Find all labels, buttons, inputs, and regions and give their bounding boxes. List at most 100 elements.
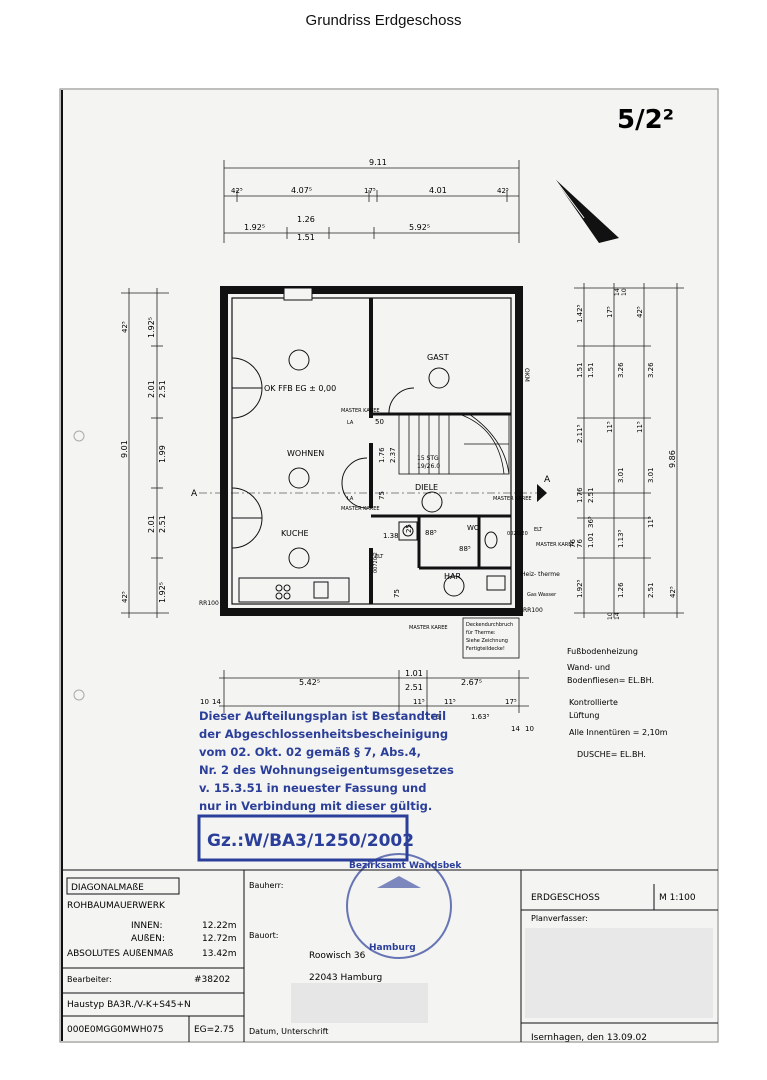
dim-right-11: 3.01 bbox=[647, 467, 655, 483]
stamp-line-3: Nr. 2 des Wohnungseigentumsgesetzes bbox=[199, 763, 454, 777]
dim-int-3: 75 bbox=[378, 491, 386, 500]
label-okm: OKM bbox=[523, 368, 530, 382]
dim-top-r3-3: 5.92⁵ bbox=[409, 223, 430, 232]
tb-bearbeiter-value: #38202 bbox=[194, 975, 230, 985]
title-block-grid bbox=[62, 869, 718, 1042]
tb-absolut-label: ABSOLUTES AUßENMAß bbox=[67, 949, 174, 959]
dim-right-20: 42⁵ bbox=[669, 586, 677, 598]
dim-right-4: 3.26 bbox=[647, 362, 655, 378]
dim-int-0: 50 bbox=[375, 418, 384, 426]
staircase bbox=[398, 413, 510, 475]
room-markers bbox=[288, 349, 465, 597]
tb-ort-datum: Isernhagen, den 13.09.02 bbox=[531, 1033, 647, 1043]
label-rr100-right: RR100 bbox=[523, 607, 543, 614]
dim-right-0: 1.42⁵ bbox=[576, 304, 584, 323]
label-heiztherme: Heiz- therme bbox=[521, 571, 560, 578]
sheet-number: 5/2² bbox=[617, 105, 674, 135]
label-stairs-ratio: 19/26.0 bbox=[417, 463, 440, 470]
dim-b2-6: 17⁵ bbox=[505, 698, 517, 706]
note-4: Lüftung bbox=[569, 711, 599, 720]
floor-plan-drawing: 5/2² 9.11 42⁵ 4.07⁵ 17⁵ 4.01 42⁵ 1.92⁵ 1… bbox=[59, 88, 719, 1043]
wohnen-double-door bbox=[341, 457, 368, 509]
stamp-line-4: v. 15.3.51 in neuester Fassung und bbox=[199, 781, 426, 795]
dim-left-9: 42⁵ bbox=[121, 591, 129, 603]
redacted-planverfasser bbox=[525, 928, 713, 1018]
approval-stamp: Dieser Aufteilungsplan ist Bestandteil d… bbox=[199, 709, 454, 813]
dim-right-8: 1.76 bbox=[576, 487, 584, 503]
dim-left-1: 42⁵ bbox=[121, 321, 129, 333]
dim-left-5: 1.99 bbox=[158, 445, 167, 463]
note-1: Wand- und bbox=[567, 663, 610, 672]
dim-top-overall: 9.11 bbox=[369, 158, 387, 167]
tb-rohbau: ROHBAUMAUERWERK bbox=[67, 901, 166, 911]
top-dimension-lines bbox=[223, 160, 520, 243]
dim-int-2: 2.37 bbox=[389, 447, 397, 463]
dim-right-7: 11⁵ bbox=[636, 421, 644, 433]
dim-top-r3-0: 1.92⁵ bbox=[244, 223, 265, 232]
label-master-karee-1: MASTER KAREE bbox=[341, 408, 380, 414]
dim-b2-5: 1.63⁵ bbox=[471, 713, 490, 721]
seal-text-top: Bezirksamt Wandsbek bbox=[349, 861, 462, 871]
label-wohnen: WOHNEN bbox=[287, 449, 324, 458]
tb-bauort: Bauort: bbox=[249, 931, 278, 940]
dim-b2-8: 10 bbox=[525, 725, 534, 733]
label-la-1: LA bbox=[347, 420, 354, 426]
punch-hole bbox=[73, 689, 85, 701]
dim-right-12: 36⁵ bbox=[587, 516, 595, 528]
section-a-left: A bbox=[191, 489, 198, 499]
dim-left-7: 2.51 bbox=[158, 515, 167, 533]
tb-datum: Datum, Unterschrift bbox=[249, 1027, 328, 1036]
dim-int-1: 1.76 bbox=[378, 447, 386, 463]
dim-left-4: 2.51 bbox=[158, 380, 167, 398]
dim-left-3: 2.01 bbox=[147, 380, 156, 398]
label-stairs-count: 15 STG bbox=[417, 455, 439, 462]
deckendurchbruch-line-4: Fertigteildecke! bbox=[466, 646, 505, 652]
label-gast: GAST bbox=[427, 353, 449, 362]
dim-b2-2: 11⁵ bbox=[413, 698, 425, 706]
dim-right-9: 2.51 bbox=[587, 487, 595, 503]
note-5: Alle Innentüren = 2,10m bbox=[569, 728, 668, 737]
right-dimension-lines bbox=[574, 283, 684, 618]
dim-b2-1: 14 bbox=[212, 698, 221, 706]
tb-eg: EG=2.75 bbox=[194, 1025, 234, 1035]
dim-right-15: 1.13⁵ bbox=[617, 529, 625, 548]
dim-right-21: 10 bbox=[607, 612, 614, 620]
stamp-line-2: vom 02. Okt. 02 gemäß § 7, Abs.4, bbox=[199, 745, 421, 759]
deckendurchbruch-note: Deckendurchbruch für Therme: Siehe Zeich… bbox=[462, 617, 520, 659]
label-master-karee-2: MASTER KAREE bbox=[341, 506, 380, 512]
label-wc: WC bbox=[467, 524, 479, 532]
dim-right-23: 17⁵ bbox=[606, 306, 614, 318]
dim-top-r3-2: 1.51 bbox=[297, 233, 315, 242]
tb-code: 000E0MGG0MWH075 bbox=[67, 1025, 164, 1035]
dim-left-6: 2.01 bbox=[147, 515, 156, 533]
label-master-karee-3: MASTER KAREE bbox=[493, 496, 532, 502]
dim-right-18: 1.26 bbox=[617, 582, 625, 598]
dim-top-r2-4: 42⁵ bbox=[497, 187, 509, 195]
tb-street: Roowisch 36 bbox=[309, 951, 366, 961]
dim-right-14: 1.01 bbox=[587, 532, 595, 548]
label-code-left: 00720/2 bbox=[373, 552, 379, 573]
dim-left-overall: 9.01 bbox=[120, 440, 129, 458]
dim-right-16: 11⁵ bbox=[647, 516, 655, 528]
dim-int-4: 25 bbox=[405, 524, 413, 533]
gz-box: Gz.:W/BA3/1250/2002 bbox=[197, 814, 414, 862]
tb-bearbeiter-label: Bearbeiter: bbox=[67, 975, 112, 984]
dim-int-8: 88⁵ bbox=[459, 545, 471, 553]
stamp-line-0: Dieser Aufteilungsplan ist Bestandteil bbox=[199, 709, 446, 723]
tb-city: 22043 Hamburg bbox=[309, 973, 382, 983]
dim-right-19: 2.51 bbox=[647, 582, 655, 598]
dim-right-17: 1.92⁵ bbox=[576, 579, 584, 598]
sheet-border bbox=[59, 88, 719, 1043]
kitchen-counter bbox=[238, 577, 350, 603]
bottom-dimension-lines bbox=[219, 670, 529, 713]
label-master-karee-4: MASTER KAREE bbox=[536, 542, 575, 548]
dim-top-r2-0: 42⁵ bbox=[231, 187, 243, 195]
tb-haustyp: Haustyp BA3R./V-K+S45+N bbox=[67, 1000, 191, 1010]
tb-diagonal: DIAGONALMAßE bbox=[71, 883, 144, 893]
dim-bottom-2: 2.51 bbox=[405, 683, 423, 692]
label-ok-ffb: OK FFB EG ± 0,00 bbox=[264, 384, 336, 393]
dim-right-2: 1.51 bbox=[587, 362, 595, 378]
dim-top-r3-1: 1.26 bbox=[297, 215, 315, 224]
label-har: HAR bbox=[444, 572, 461, 581]
dim-b2-3: 76 bbox=[431, 713, 440, 721]
